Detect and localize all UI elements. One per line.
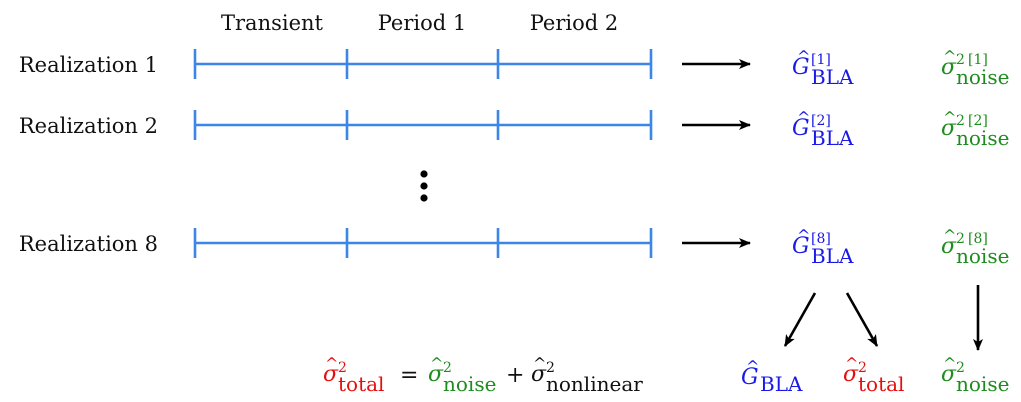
total-subscript: total [338, 372, 384, 396]
nonlinear-subscript: nonlinear [546, 372, 643, 396]
realization-label-2: Realization 2 [19, 114, 158, 138]
squared-exponent: 2 [858, 360, 867, 376]
sigma-symbol: σ [428, 362, 444, 387]
hat-accent: ^ [943, 108, 956, 127]
noise-subscript: noise [956, 65, 1009, 89]
arrows [682, 59, 983, 351]
squared-exponent: 2 [956, 360, 965, 376]
hat-accent: ^ [797, 108, 810, 127]
period-labels: Transient Period 1 Period 2 [221, 11, 618, 35]
hat-accent: ^ [746, 357, 759, 376]
equation-sigma-noise: σ ^ 2 noise [428, 354, 496, 396]
realization-index: [8] [968, 231, 988, 247]
sigma-symbol: σ [941, 234, 957, 259]
sigma-noise-estimates: σ ^ 2 [1] noise σ ^ 2 [2] noise σ ^ 2 [8… [941, 47, 1009, 268]
g-bla-estimates: G ^ [1] BLA G ^ [2] BLA G ^ [8] BLA [792, 47, 854, 268]
plus-sign: + [506, 363, 524, 388]
g-symbol: G [792, 55, 810, 80]
realization-index: [1] [811, 52, 831, 68]
squared-exponent: 2 [956, 113, 965, 129]
g-bla-realization-1: G ^ [1] BLA [792, 47, 854, 89]
hat-accent: ^ [845, 354, 858, 373]
realization-label-8: Realization 8 [19, 232, 158, 256]
vertical-ellipsis-icon [420, 170, 428, 202]
squared-exponent: 2 [956, 231, 965, 247]
sigma-symbol: σ [941, 116, 957, 141]
bla-subscript: BLA [811, 65, 854, 89]
sigma-symbol: σ [941, 55, 957, 80]
timeline-realization-8 [193, 228, 653, 258]
sigma-symbol: σ [323, 362, 339, 387]
hat-accent: ^ [533, 354, 546, 373]
bla-subscript: BLA [760, 372, 803, 396]
equals-sign: = [400, 363, 418, 388]
hat-accent: ^ [943, 47, 956, 66]
sigma-total-final: σ ^ 2 total [843, 354, 904, 396]
g-symbol: G [741, 365, 759, 390]
g-symbol: G [792, 234, 810, 259]
sigma-noise-realization-8: σ ^ 2 [8] noise [941, 226, 1009, 268]
realization-label-1: Realization 1 [19, 53, 158, 77]
g-bla-realization-8: G ^ [8] BLA [792, 226, 854, 268]
sigma-symbol: σ [941, 362, 957, 387]
noise-subscript: noise [443, 372, 496, 396]
equation-sigma-total: σ ^ 2 total [323, 354, 384, 396]
realization-labels: Realization 1 Realization 2 Realization … [19, 53, 158, 256]
bla-subscript: BLA [811, 126, 854, 150]
timelines [193, 49, 653, 258]
realization-index: [1] [968, 52, 988, 68]
timeline-realization-1 [193, 49, 653, 79]
variance-equation: σ ^ 2 total = σ ^ 2 noise + σ ^ 2 nonlin… [323, 354, 643, 396]
hat-accent: ^ [943, 354, 956, 373]
bla-subscript: BLA [811, 244, 854, 268]
squared-exponent: 2 [338, 360, 347, 376]
final-results: G ^ BLA σ ^ 2 total σ ^ 2 noise [741, 354, 1009, 396]
squared-exponent: 2 [546, 360, 555, 376]
squared-exponent: 2 [956, 52, 965, 68]
g-bla-final: G ^ BLA [741, 357, 803, 396]
arrow-down-right-icon [845, 292, 879, 347]
equation-sigma-nonlinear: σ ^ 2 nonlinear [531, 354, 643, 396]
noise-subscript: noise [956, 244, 1009, 268]
sigma-noise-realization-1: σ ^ 2 [1] noise [941, 47, 1009, 89]
period-label-transient: Transient [221, 11, 324, 35]
sigma-symbol: σ [843, 362, 859, 387]
period-label-period-2: Period 2 [530, 11, 619, 35]
g-symbol: G [792, 116, 810, 141]
hat-accent: ^ [325, 354, 338, 373]
sigma-noise-realization-2: σ ^ 2 [2] noise [941, 108, 1009, 150]
realization-index: [8] [811, 231, 831, 247]
realization-index: [2] [811, 113, 831, 129]
sigma-symbol: σ [531, 362, 547, 387]
total-subscript: total [858, 372, 904, 396]
sigma-noise-final: σ ^ 2 noise [941, 354, 1009, 396]
noise-subscript: noise [956, 126, 1009, 150]
hat-accent: ^ [943, 226, 956, 245]
squared-exponent: 2 [443, 360, 452, 376]
hat-accent: ^ [797, 47, 810, 66]
realization-index: [2] [968, 113, 988, 129]
noise-subscript: noise [956, 372, 1009, 396]
hat-accent: ^ [797, 226, 810, 245]
timeline-realization-2 [193, 110, 653, 140]
arrow-down-left-icon [783, 292, 817, 347]
hat-accent: ^ [430, 354, 443, 373]
g-bla-realization-2: G ^ [2] BLA [792, 108, 854, 150]
period-label-period-1: Period 1 [378, 11, 467, 35]
